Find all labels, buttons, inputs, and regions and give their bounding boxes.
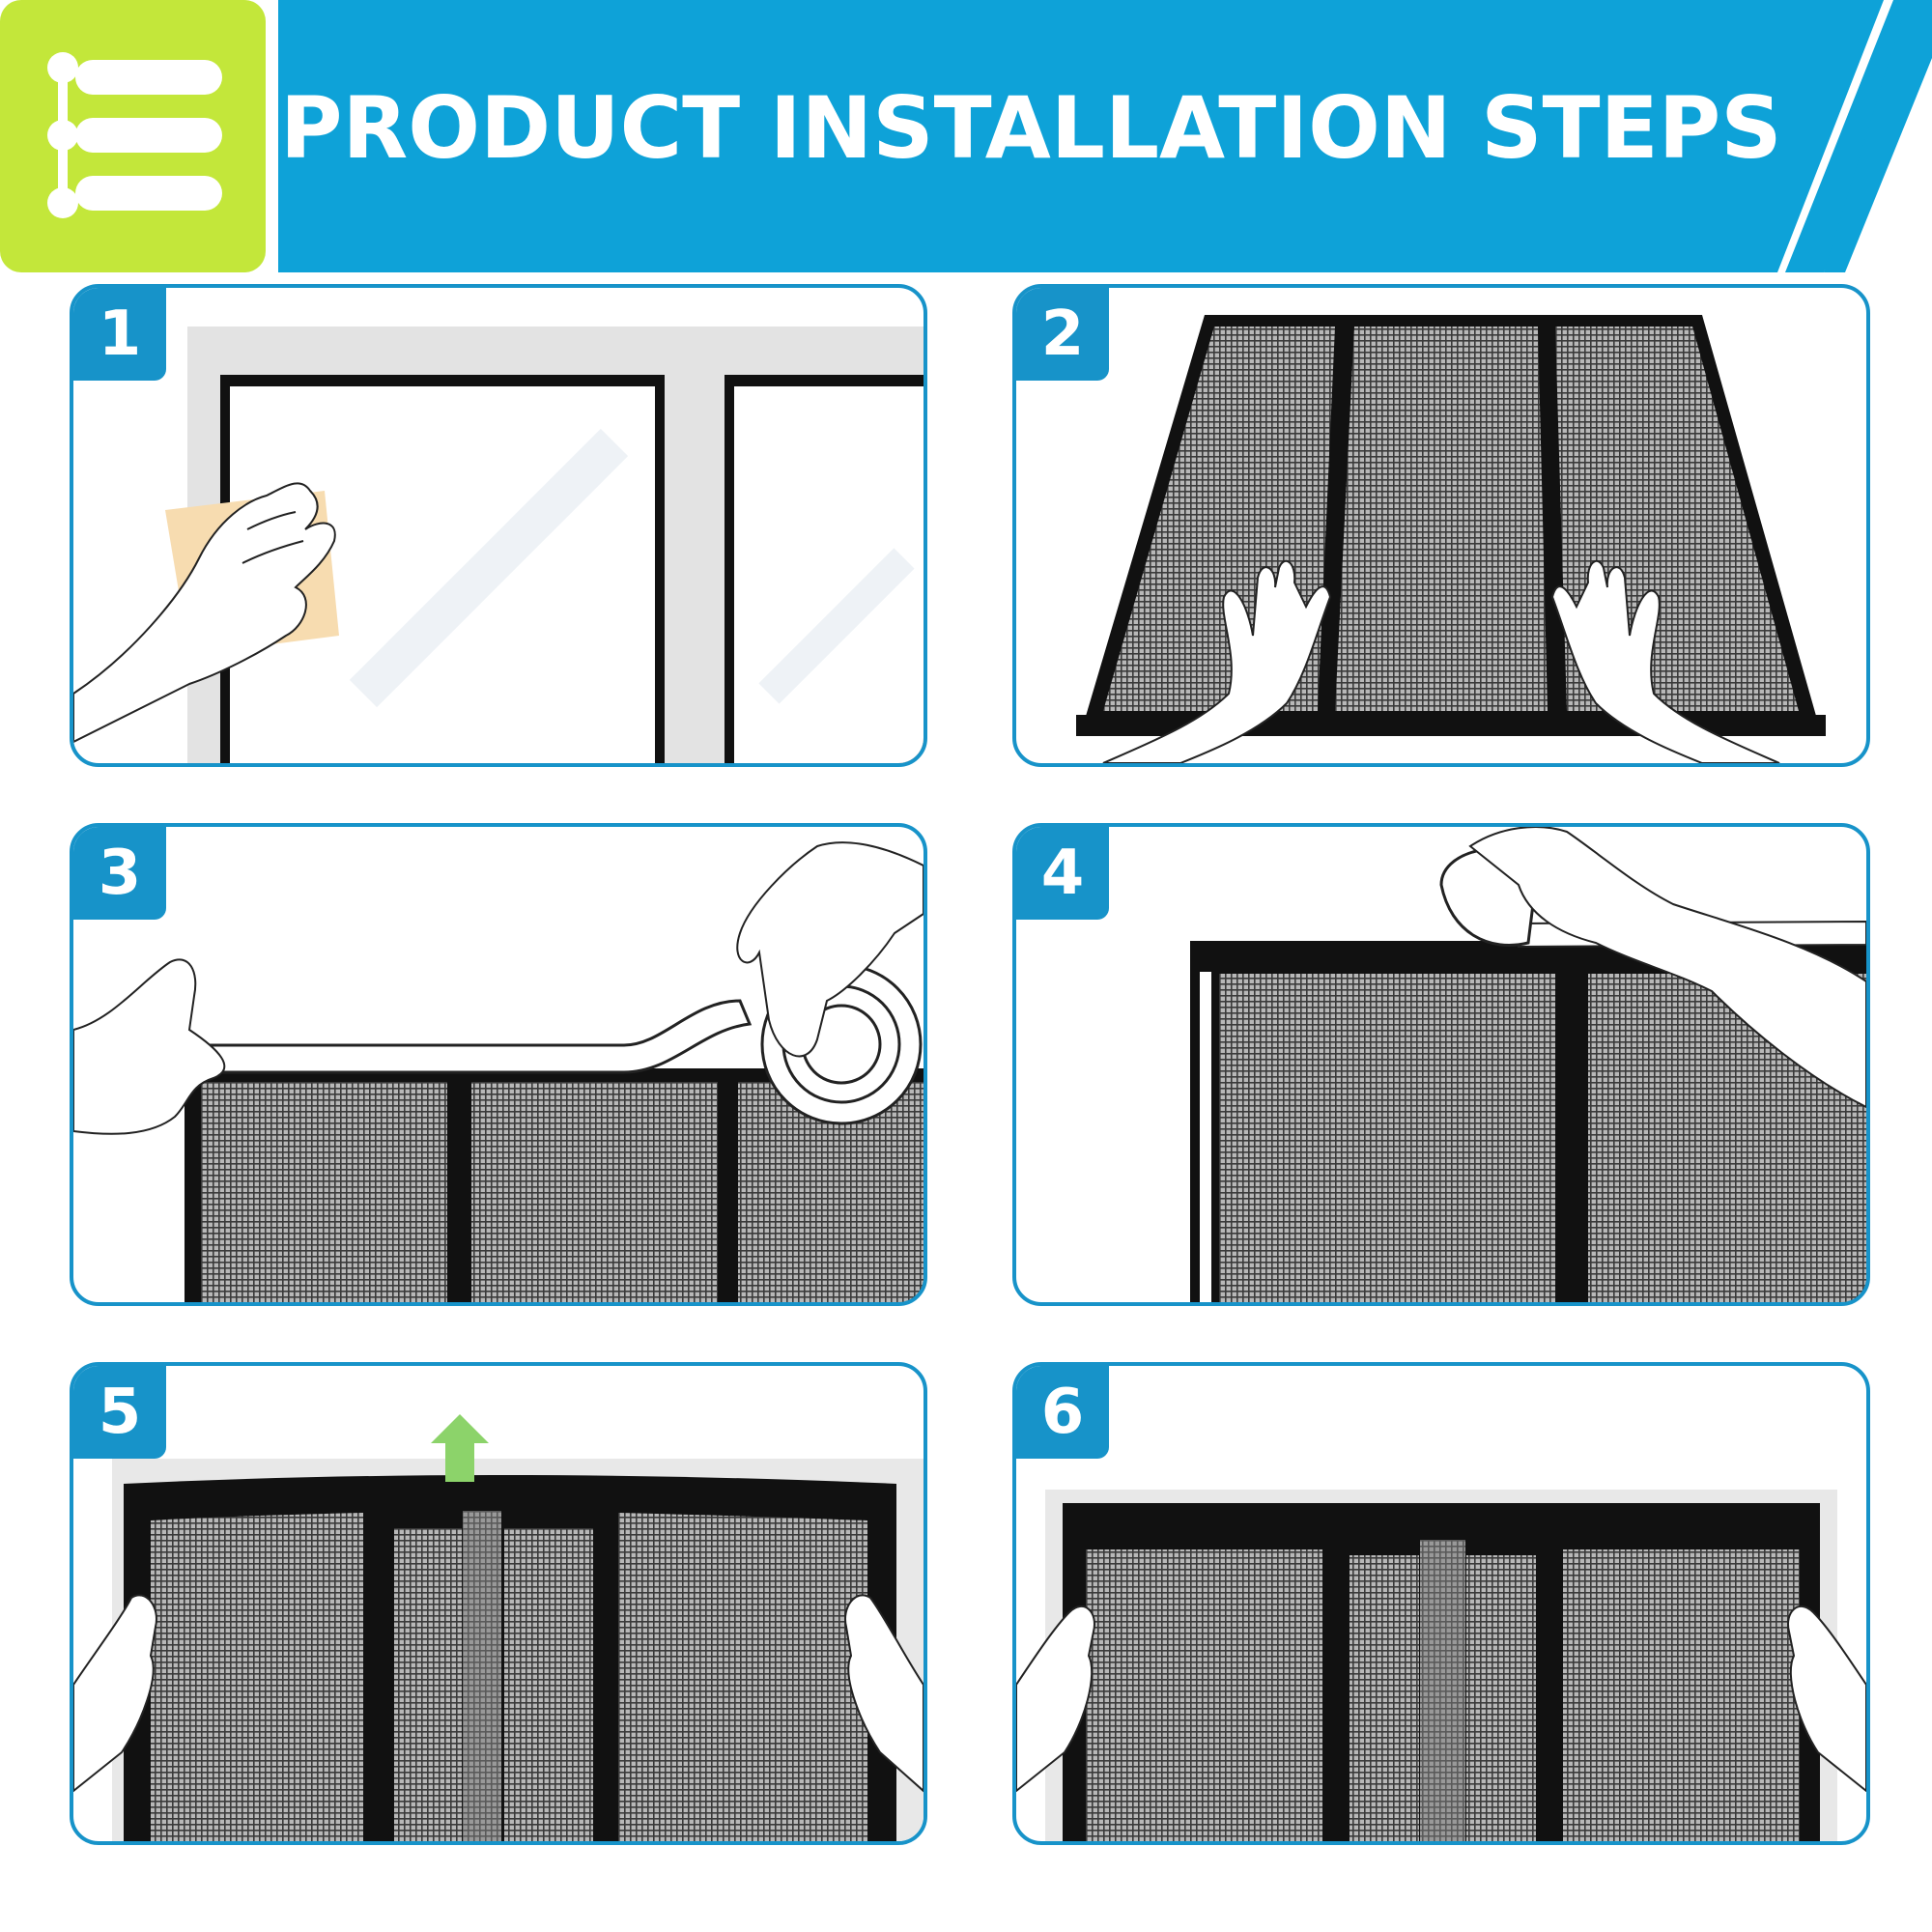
step-6-panel: 6	[1012, 1362, 1870, 1845]
attach-frame-illustration	[1190, 827, 1866, 1302]
lay-out-screen-illustration	[1076, 315, 1826, 763]
page-title: PRODUCT INSTALLATION STEPS	[280, 78, 1782, 178]
header-banner	[0, 0, 1932, 272]
step-badge: 4	[1016, 827, 1109, 920]
clean-window-illustration	[73, 327, 923, 763]
apply-tape-illustration	[73, 841, 923, 1302]
step-5-panel: 5	[70, 1362, 927, 1845]
step-badge: 3	[73, 827, 166, 920]
step-badge: 6	[1016, 1366, 1109, 1459]
lift-screen-illustration	[73, 1414, 923, 1841]
list-icon	[0, 0, 266, 272]
finished-screen-illustration	[1016, 1490, 1866, 1841]
step-4-panel: 4	[1012, 823, 1870, 1306]
arrow-up-icon	[431, 1414, 489, 1482]
step-badge: 5	[73, 1366, 166, 1459]
step-2-panel: 2	[1012, 284, 1870, 767]
step-badge: 1	[73, 288, 166, 381]
step-badge: 2	[1016, 288, 1109, 381]
step-3-panel: 3	[70, 823, 927, 1306]
step-1-panel: 1	[70, 284, 927, 767]
